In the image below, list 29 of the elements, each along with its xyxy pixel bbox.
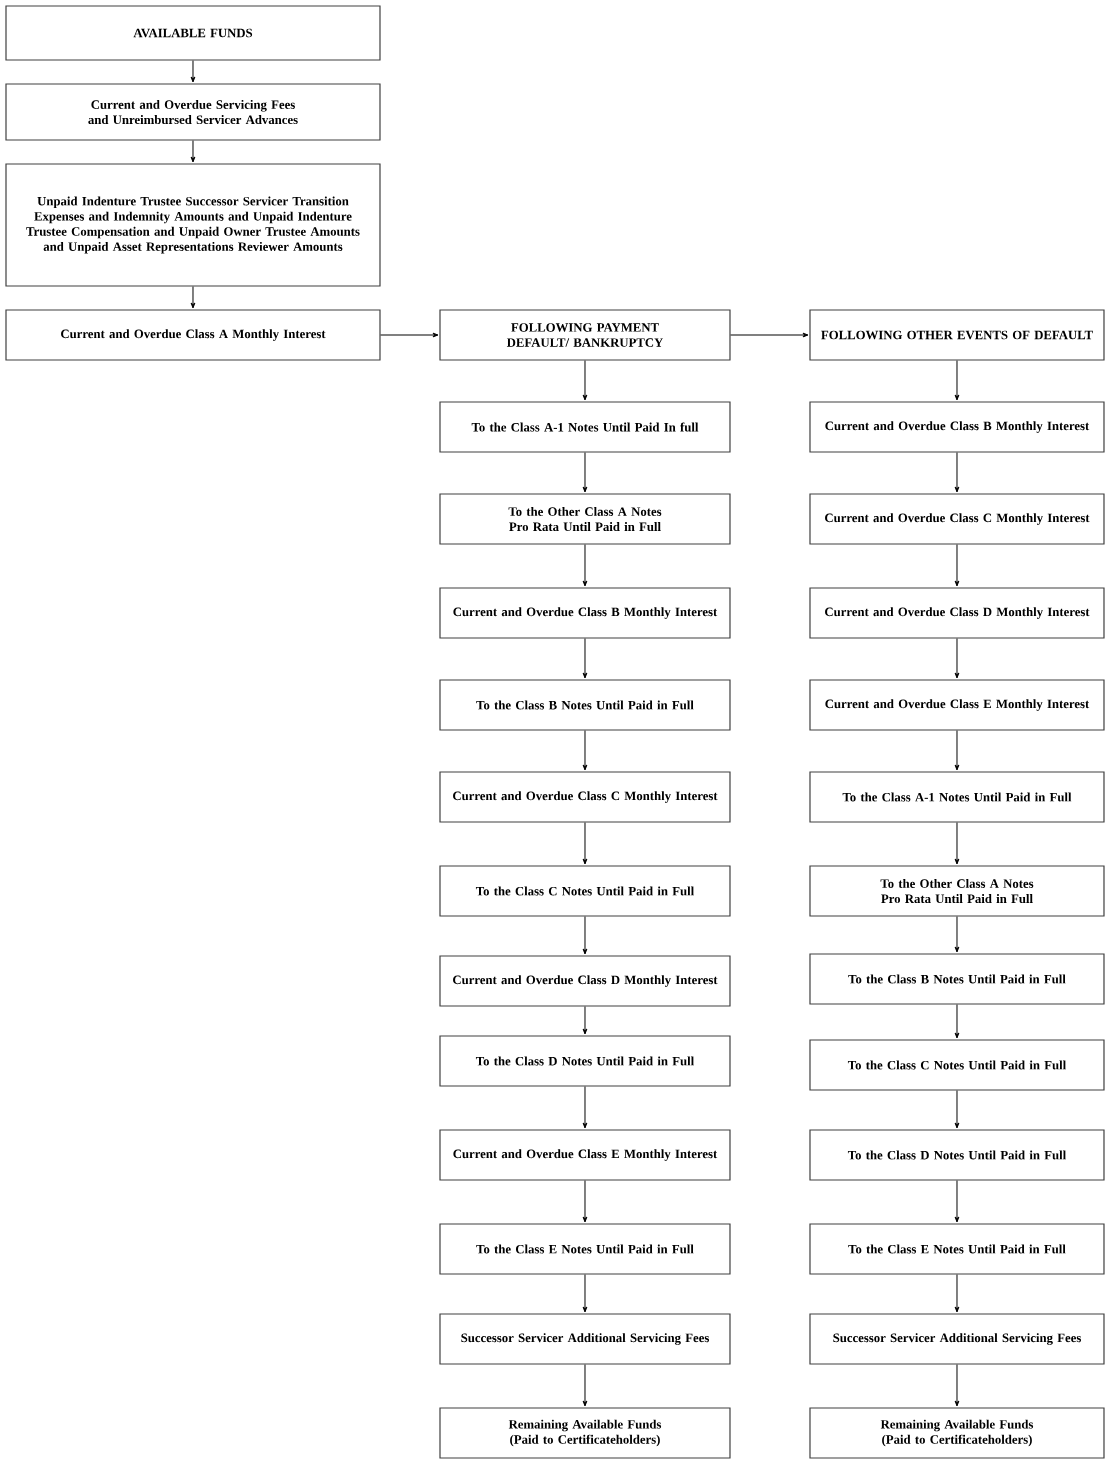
arrow bbox=[582, 1006, 588, 1035]
arrow bbox=[954, 1090, 960, 1129]
arrow bbox=[582, 730, 588, 771]
arrow bbox=[582, 1364, 588, 1407]
arrow bbox=[954, 544, 960, 587]
arrow bbox=[582, 822, 588, 865]
arrow bbox=[954, 360, 960, 401]
arrow bbox=[954, 452, 960, 493]
arrow bbox=[582, 452, 588, 493]
arrow bbox=[582, 1086, 588, 1129]
arrow bbox=[582, 638, 588, 679]
arrow bbox=[380, 332, 439, 338]
arrow bbox=[954, 1364, 960, 1407]
arrow bbox=[954, 1180, 960, 1223]
arrow bbox=[954, 1274, 960, 1313]
arrow bbox=[190, 286, 196, 309]
arrow bbox=[582, 360, 588, 401]
arrow bbox=[954, 822, 960, 865]
arrow bbox=[954, 638, 960, 679]
arrow bbox=[582, 1274, 588, 1313]
arrow bbox=[190, 60, 196, 83]
arrow bbox=[582, 916, 588, 955]
arrow bbox=[582, 544, 588, 587]
arrow bbox=[954, 1004, 960, 1039]
arrow bbox=[954, 916, 960, 953]
arrow bbox=[954, 730, 960, 771]
arrow bbox=[582, 1180, 588, 1223]
arrow bbox=[730, 332, 809, 338]
arrow bbox=[190, 140, 196, 163]
